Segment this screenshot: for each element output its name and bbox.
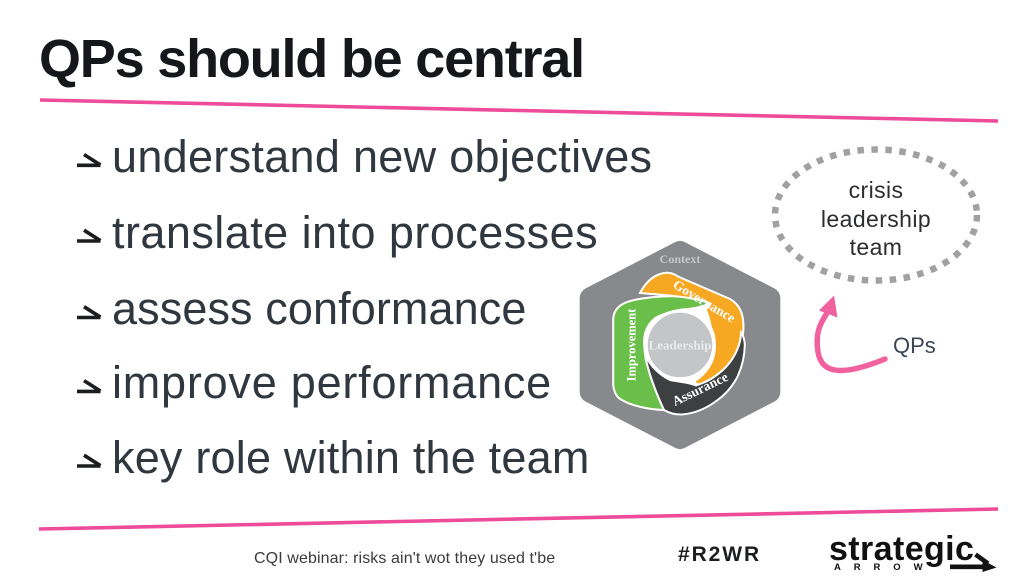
svg-text:Context: Context <box>660 252 701 266</box>
svg-text:Improvement: Improvement <box>625 308 639 382</box>
svg-text:Leadership: Leadership <box>649 338 712 353</box>
